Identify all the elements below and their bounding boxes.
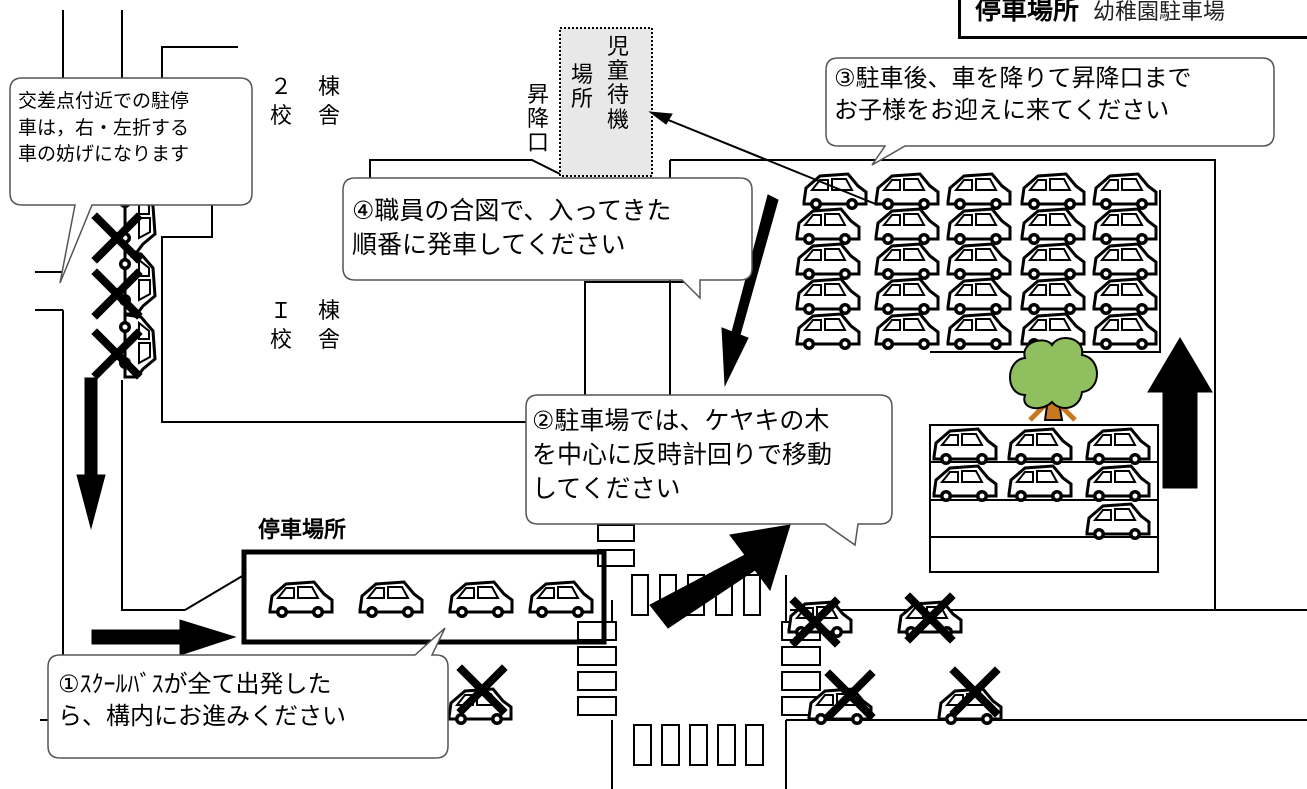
building-2-label: ２ 棟校 舎 <box>270 75 343 129</box>
building-1-label: Ｉ 棟校 舎 <box>270 299 343 353</box>
callout-bubbles <box>9 57 1275 759</box>
crosswalk-stripes <box>577 524 821 766</box>
callout-step3: ③駐車後、車を降りて昇降口まで お子様をお迎えに来てください <box>834 64 1192 125</box>
waiting-area-label-2: 児童待機 <box>606 35 629 133</box>
waiting-area-label-1: 場所 <box>570 63 593 113</box>
callout-step1: ①ｽｸｰﾙﾊﾞｽが全て出発した ら、構内にお進みください <box>58 670 346 731</box>
callout-step2: ②駐車場では、ケヤキの木 を中心に反時計回りで移動 してください <box>532 406 833 503</box>
waiting-area-box <box>559 27 653 177</box>
header-title-box: 停車場所 幼稚園駐車場 <box>958 0 1307 39</box>
car-icon-group-stop-area <box>268 580 594 620</box>
entrance-label: 昇降口 <box>526 83 549 157</box>
callout-intersection: 交差点付近での駐停 車は，右・左折する 車の妨げになります <box>18 90 190 166</box>
arrow-icon <box>76 111 1213 656</box>
stop-area-box <box>241 549 607 645</box>
header-title: 停車場所 <box>975 0 1080 26</box>
stop-area-label: 停車場所 <box>258 518 347 543</box>
tree-icon <box>1009 336 1098 422</box>
callout-step4: ④職員の合図で、入ってきた 順番に発車してください <box>352 196 672 259</box>
header-subtitle: 幼稚園駐車場 <box>1093 0 1226 25</box>
